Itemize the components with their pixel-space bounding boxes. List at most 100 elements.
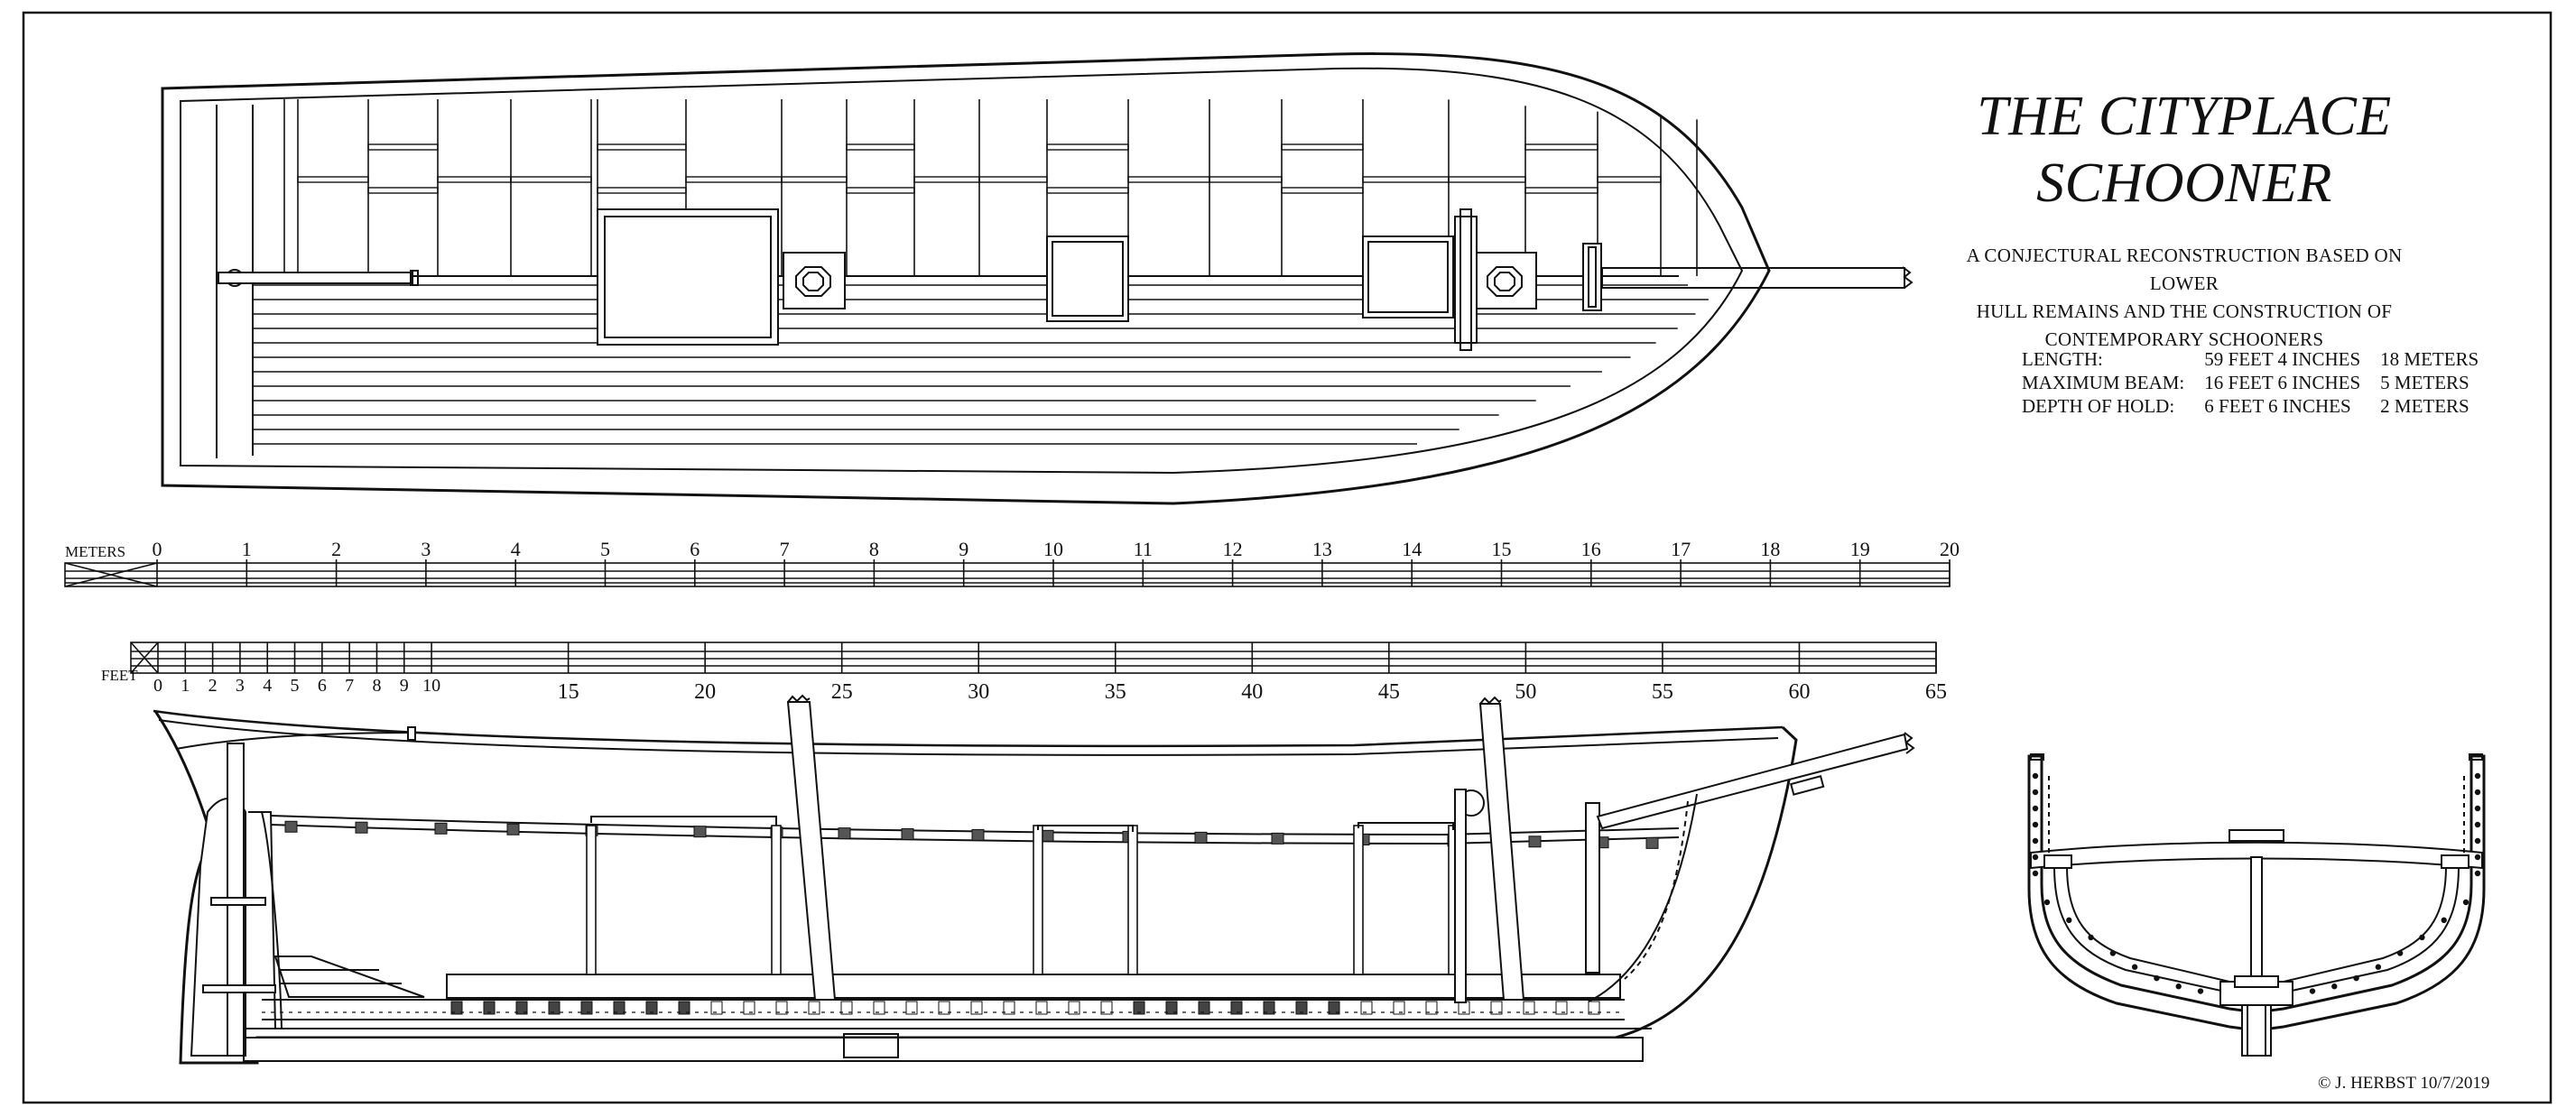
deck-beam-block <box>1041 829 1054 842</box>
floor-timber <box>1003 1001 1015 1015</box>
floor-timber <box>1425 1001 1438 1015</box>
fastening <box>2032 870 2039 877</box>
plan-carling <box>1127 176 1210 183</box>
plan-hull-outer <box>161 52 1771 505</box>
fastening <box>2066 917 2072 924</box>
meter-tick-label: 10 <box>1043 538 1063 560</box>
drawing-credit: © J. HERBST 10/7/2019 <box>2318 1074 2490 1093</box>
spec-label: DEPTH OF HOLD: <box>2022 395 2175 417</box>
subtitle-line-2: HULL REMAINS AND THE CONSTRUCTION OF <box>1976 300 2393 322</box>
plan-carling <box>1448 176 1526 183</box>
fastening <box>2396 950 2404 956</box>
meter-tick-label: 11 <box>1134 538 1153 560</box>
floor-timber <box>775 1001 788 1015</box>
plan-view <box>161 52 1913 505</box>
fastening <box>2419 934 2425 941</box>
plan-carling <box>510 176 592 183</box>
meter-tick-label: 18 <box>1760 538 1780 560</box>
dimensions-table: LENGTH: 59 FEET 4 INCHES 18 METERS MAXIM… <box>2022 347 2498 418</box>
deck-beam-block <box>971 828 985 841</box>
fastening <box>2131 964 2138 970</box>
subtitle-line-1: A CONJECTURAL RECONSTRUCTION BASED ON LO… <box>1966 245 2403 294</box>
fastening <box>2032 789 2039 796</box>
section-hull-outer <box>2027 754 2486 1032</box>
section-deck-beam <box>2030 841 2483 870</box>
floor-timber <box>1100 1001 1113 1015</box>
fastening <box>2474 805 2481 812</box>
plan-tiller <box>218 272 413 284</box>
meter-tick-label: 0 <box>153 538 162 560</box>
deck-beam-block <box>1528 835 1542 848</box>
plan-carling <box>846 187 915 194</box>
spec-imperial: 16 FEET 6 INCHES <box>2204 372 2361 393</box>
fastening <box>2154 974 2160 982</box>
spec-imperial: 59 FEET 4 INCHES <box>2204 348 2361 370</box>
floor-timber <box>970 1001 983 1015</box>
feet-tick-label: 40 <box>1241 680 1263 704</box>
sheet-border <box>22 11 2553 1104</box>
midship-section-view <box>2027 753 2486 1057</box>
feet-tick-label: 1 <box>181 676 190 696</box>
meter-tick-label: 16 <box>1581 538 1601 560</box>
deck-beam-block <box>901 827 914 840</box>
profile-aft-deck <box>273 955 425 998</box>
deck-beam-block <box>284 820 298 833</box>
floor-timber <box>1523 1001 1535 1015</box>
profile-keelson <box>446 974 1621 999</box>
feet-tick-label: 15 <box>558 680 579 704</box>
spec-metric: 2 METERS <box>2380 395 2469 417</box>
fastening <box>2175 983 2182 990</box>
meter-tick-label: 19 <box>1850 538 1870 560</box>
feet-tick-label: 30 <box>968 680 989 704</box>
deck-beam-block <box>1645 836 1659 849</box>
fastening <box>2032 821 2039 828</box>
feet-tick-label: 8 <box>372 676 381 696</box>
floor-timber <box>548 1001 561 1015</box>
floor-timber <box>808 1001 820 1015</box>
feet-tick-label: 65 <box>1925 680 1947 704</box>
floor-timber <box>905 1001 918 1015</box>
hold-post <box>1127 825 1138 975</box>
section-pillar <box>2250 856 2263 984</box>
profile-main-hatch-coaming <box>590 816 777 826</box>
keelson-blocks <box>450 1001 1600 1015</box>
profile-hull-outline <box>153 710 1798 1065</box>
feet-tick-label: 10 <box>422 676 440 696</box>
plan-carling <box>437 176 512 183</box>
spec-metric: 18 METERS <box>2380 348 2479 370</box>
floor-timber <box>1588 1001 1600 1015</box>
meter-tick-label: 2 <box>331 538 341 560</box>
deck-beam-block <box>838 827 851 840</box>
plan-main-hatch <box>597 208 779 346</box>
feet-tick-label: 50 <box>1515 680 1536 704</box>
plan-carling <box>1046 187 1129 194</box>
fastening <box>2462 899 2469 906</box>
spec-row-depth: DEPTH OF HOLD: 6 FEET 6 INCHES 2 METERS <box>2022 394 2498 418</box>
floor-timber <box>645 1001 658 1015</box>
feet-tick-label: 45 <box>1378 680 1400 704</box>
floor-timber <box>1165 1001 1178 1015</box>
fastening <box>2474 870 2481 877</box>
plan-carling <box>978 176 1048 183</box>
meter-tick-label: 8 <box>869 538 879 560</box>
fastening <box>2197 988 2204 994</box>
floor-timber <box>613 1001 625 1015</box>
drawing-subtitle: A CONJECTURAL RECONSTRUCTION BASED ON LO… <box>1950 242 2419 354</box>
plan-carling <box>367 143 439 151</box>
meter-tick-label: 6 <box>690 538 700 560</box>
spec-label: MAXIMUM BEAM: <box>2022 372 2185 393</box>
feet-tick-label: 55 <box>1652 680 1673 704</box>
plan-carling <box>1281 143 1364 151</box>
profile-after-hatch-coaming <box>1357 822 1454 830</box>
spec-row-length: LENGTH: 59 FEET 4 INCHES 18 METERS <box>2022 347 2498 371</box>
fastening <box>2375 964 2382 970</box>
profile-bowsprit <box>1596 733 1909 830</box>
floor-timber <box>450 1001 463 1015</box>
plan-carling <box>685 176 783 183</box>
hold-post <box>1033 825 1043 975</box>
deck-beam-block <box>693 826 707 838</box>
